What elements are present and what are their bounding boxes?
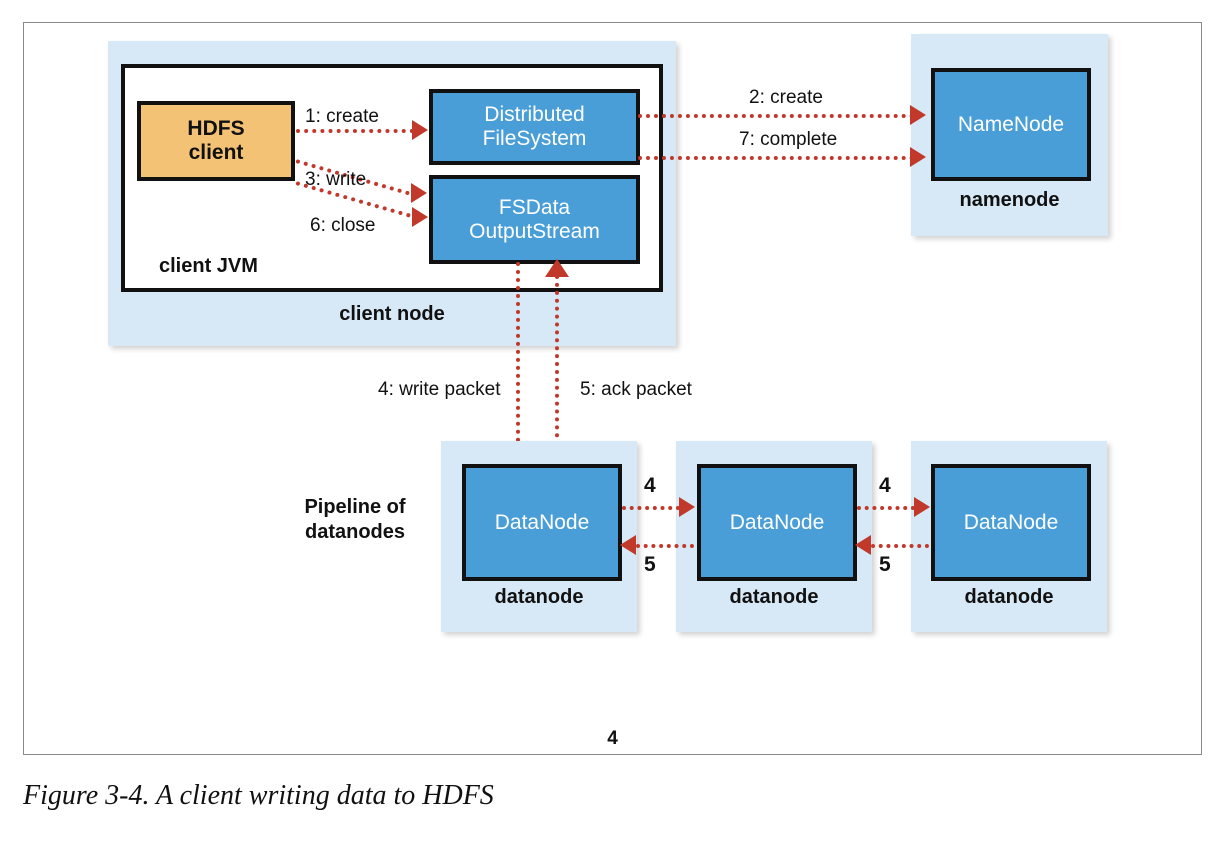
distributed-filesystem-label-line1: Distributed xyxy=(484,103,585,127)
arrow-4-write-packet-line xyxy=(516,262,520,466)
arrow-pipe-fwd-1-head xyxy=(679,497,695,517)
arrow-pipe-ack-1-head xyxy=(620,535,636,555)
hdfs-client-label-line1: HDFS xyxy=(187,116,245,140)
label-pipe-ack-1: 5 xyxy=(644,553,656,576)
arrow-pipe-ack-2-head xyxy=(855,535,871,555)
client-node-label: client node xyxy=(339,303,445,325)
namenode-box-label: NameNode xyxy=(957,112,1065,136)
hdfs-client-box[interactable]: HDFS client xyxy=(137,101,295,181)
arrow-2-create-line xyxy=(638,114,914,118)
figure-frame: client node client JVM HDFS client Distr… xyxy=(23,22,1202,755)
client-jvm-label: client JVM xyxy=(159,255,258,277)
arrow-5-ack-packet-head xyxy=(545,259,569,277)
datanode-box-label-3: DataNode xyxy=(963,510,1059,534)
arrow-pipe-ack-1-line xyxy=(636,544,694,548)
datanode-box-label-1: DataNode xyxy=(494,510,590,534)
label-3-write: 3: write xyxy=(305,169,367,190)
fsdata-outputstream-label-line1: FSData xyxy=(498,195,571,219)
figure-caption: Figure 3-4. A client writing data to HDF… xyxy=(23,780,494,811)
label-1-create: 1: create xyxy=(305,106,379,127)
hdfs-client-label-line2: client xyxy=(188,141,244,164)
namenode-label: namenode xyxy=(959,189,1060,211)
datanode-label-1: datanode xyxy=(494,586,584,608)
arrow-6-close-head xyxy=(412,207,428,227)
arrow-pipe-ack-2-line xyxy=(871,544,929,548)
datanode-box-1[interactable]: DataNode xyxy=(462,464,622,581)
arrow-2-create-head xyxy=(910,105,926,125)
label-pipe-fwd-1: 4 xyxy=(644,474,656,497)
datanode-box-2[interactable]: DataNode xyxy=(697,464,857,581)
label-pipe-ack-2: 5 xyxy=(879,553,891,576)
arrow-5-ack-packet-line xyxy=(555,275,559,485)
distributed-filesystem-box[interactable]: Distributed FileSystem xyxy=(429,89,640,165)
namenode-box[interactable]: NameNode xyxy=(931,68,1091,181)
arrow-3-write-head xyxy=(411,183,427,203)
datanode-box-label-2: DataNode xyxy=(729,510,825,534)
pipeline-label-line2: datanodes xyxy=(304,521,406,543)
page-number: 4 xyxy=(607,728,618,749)
label-6-close: 6: close xyxy=(310,215,376,236)
label-2-create: 2: create xyxy=(749,87,823,108)
arrow-1-create-head xyxy=(412,120,428,140)
arrow-7-complete-head xyxy=(910,147,926,167)
datanode-label-2: datanode xyxy=(729,586,819,608)
arrow-pipe-fwd-2-line xyxy=(857,506,915,510)
label-pipe-fwd-2: 4 xyxy=(879,474,891,497)
arrow-1-create-line xyxy=(296,129,414,133)
datanode-box-3[interactable]: DataNode xyxy=(931,464,1091,581)
arrow-pipe-fwd-2-head xyxy=(914,497,930,517)
pipeline-of-datanodes-label: Pipeline of datanodes xyxy=(275,495,435,545)
datanode-label-3: datanode xyxy=(964,586,1054,608)
fsdata-outputstream-label-line2: OutputStream xyxy=(469,219,600,243)
distributed-filesystem-label-line2: FileSystem xyxy=(482,127,587,150)
label-7-complete: 7: complete xyxy=(739,129,838,150)
fsdata-outputstream-box[interactable]: FSData OutputStream xyxy=(429,175,640,264)
label-5-ack-packet: 5: ack packet xyxy=(580,379,692,400)
arrow-7-complete-line xyxy=(638,156,914,160)
arrow-pipe-fwd-1-line xyxy=(622,506,680,510)
pipeline-label-line1: Pipeline of xyxy=(304,496,406,518)
label-4-write-packet: 4: write packet xyxy=(378,379,501,400)
